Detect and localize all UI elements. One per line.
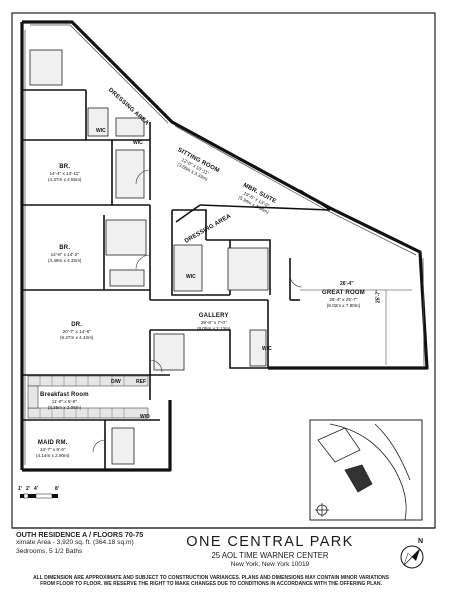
scale-label-4: 4' <box>34 486 38 492</box>
room-label-wic-right: WIC <box>262 346 272 352</box>
key-plan-box <box>309 419 423 521</box>
room-label-gallery: GALLERY 29'-8" x 7'-0" (9.05m x 2.13m) <box>197 313 231 331</box>
disclaimer-line-1: ALL DIMENSION ARE APPROXIMATE AND SUBJEC… <box>33 575 389 581</box>
room-label-br2: BR. 14'-8" x 14'-2" (4.49m x 4.32m) <box>48 245 82 263</box>
door-swings <box>92 169 303 453</box>
residence-area: ximate Area - 3,920 sq. ft. (364.18 sq.m… <box>16 539 134 547</box>
room-label-great-room: GREAT ROOM 26'-4" x 25'-7" (8.02m x 7.80… <box>322 290 365 308</box>
room-label-breakfast: Breakfast Room 11'-0" x 6'-9" (3.35m x 2… <box>40 392 89 410</box>
room-label-dr: DR. 20'-7" x 14'-6" (6.27m x 4.42m) <box>60 322 94 340</box>
residence-rooms: 3edrooms, 5 1/2 Baths <box>16 547 83 555</box>
great-room-dim-side: 25'-7" <box>375 289 382 304</box>
scale-label-2: 2' <box>26 486 30 492</box>
appliance-ref: REF <box>136 379 146 385</box>
great-room-dim-lines <box>300 289 412 365</box>
brand-address-1: 25 AOL TIME WARNER CENTER <box>211 551 329 560</box>
room-label-wic-top: WIC <box>96 128 106 134</box>
key-plan <box>317 423 411 521</box>
room-label-br1: BR. 14'-4" x 14'-11" (4.37m x 4.55m) <box>48 164 82 182</box>
north-label: N <box>418 538 424 545</box>
exterior-walls <box>20 20 429 472</box>
brand-name: ONE CENTRAL PARK <box>186 534 354 550</box>
room-label-maid-rm: MAID RM. 13'-7" x 9'-6" (4.14m x 2.90m) <box>36 440 70 458</box>
scale-label-8: 8' <box>55 486 59 492</box>
room-label-wic-top2: WIC <box>133 140 143 146</box>
disclaimer: ALL DIMENSION ARE APPROXIMATE AND SUBJEC… <box>16 575 406 587</box>
interior-walls <box>22 89 331 470</box>
scale-label-1: 1' <box>18 486 22 492</box>
residence-title: OUTH RESIDENCE A / FLOORS 70-75 <box>16 530 144 539</box>
great-room-dim-top: 26'-4" <box>340 281 354 287</box>
scale-bar <box>20 493 58 499</box>
room-label-wic-mid: WIC <box>186 274 196 280</box>
disclaimer-line-2: FROM FLOOR TO FLOOR. WE RESERVE THE RIGH… <box>40 581 382 588</box>
brand-block: ONE CENTRAL PARK 25 AOL TIME WARNER CENT… <box>170 534 370 568</box>
footer-residence-info: OUTH RESIDENCE A / FLOORS 70-75 ximate A… <box>16 530 144 556</box>
fixtures <box>29 49 269 465</box>
north-arrow-icon <box>400 545 424 569</box>
appliance-wd: W/D <box>140 414 150 420</box>
appliance-dw: D/W <box>111 379 121 385</box>
windows <box>24 24 425 465</box>
brand-address-2: New York, New York 10019 <box>230 561 310 568</box>
